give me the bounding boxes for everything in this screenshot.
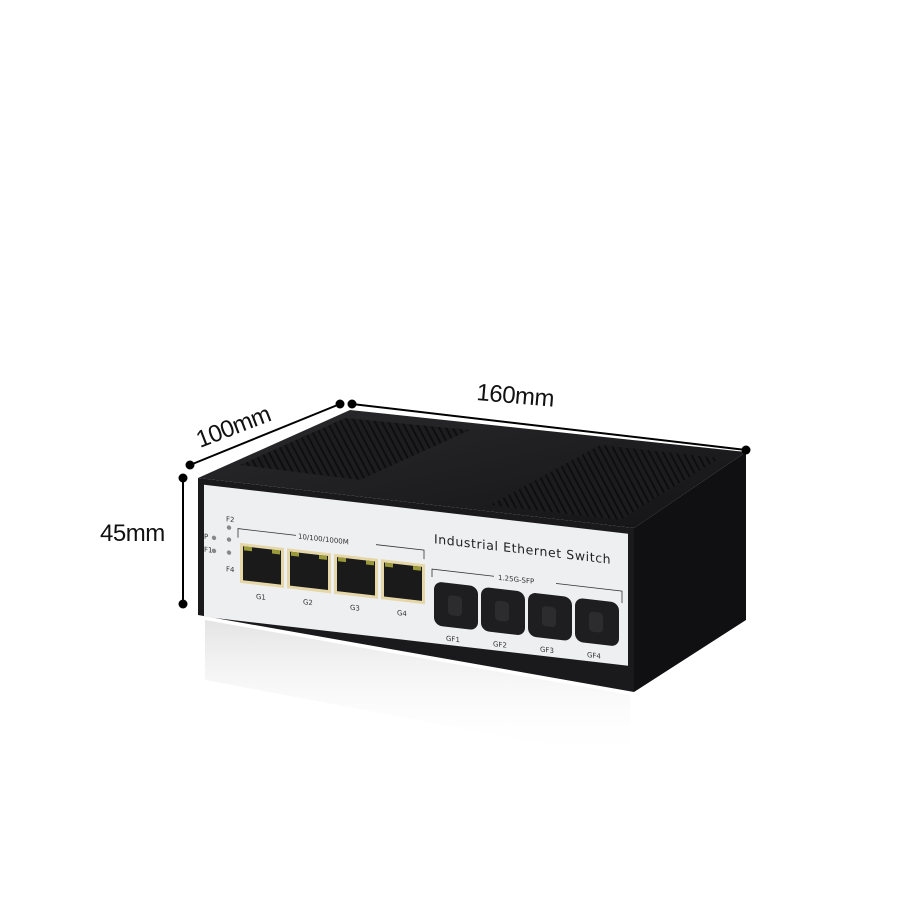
rj45-port-g3[interactable]: G3 bbox=[334, 553, 378, 615]
label-bg bbox=[494, 570, 556, 589]
depth-label: 100mm bbox=[192, 401, 274, 454]
right-face bbox=[634, 452, 746, 692]
dimension-height: 45mm bbox=[100, 473, 188, 609]
port-label: G2 bbox=[303, 597, 313, 607]
led-label-f2: F2 bbox=[226, 514, 234, 524]
rj45-port-g1[interactable]: G1 bbox=[240, 542, 284, 604]
vent-left bbox=[240, 418, 470, 480]
width-label: 160mm bbox=[475, 379, 555, 413]
height-label: 45mm bbox=[100, 520, 165, 547]
port-label: G3 bbox=[350, 603, 360, 613]
port-label: G1 bbox=[256, 592, 266, 602]
port-label: GF1 bbox=[446, 634, 460, 645]
port-label: G4 bbox=[397, 608, 407, 618]
led-label-f4: F4 bbox=[226, 564, 235, 574]
led-p bbox=[211, 535, 217, 541]
led-label-p: P bbox=[204, 532, 208, 541]
port-label: GF4 bbox=[587, 650, 601, 661]
led-f2 bbox=[226, 525, 232, 530]
port-label: GF3 bbox=[540, 645, 554, 656]
sfp-port-gf2[interactable]: GF2 bbox=[481, 587, 525, 652]
label-bg bbox=[296, 529, 376, 550]
rj45-port-g4[interactable]: G4 bbox=[381, 559, 425, 620]
front-panel: Industrial Ethernet Switch F2 P F1 F4 10… bbox=[204, 484, 628, 666]
led bbox=[226, 537, 232, 542]
led-f1 bbox=[211, 548, 217, 554]
vent-right bbox=[490, 445, 720, 520]
sfp-port-gf1[interactable]: GF1 bbox=[434, 581, 478, 646]
sfp-port-gf3[interactable]: GF3 bbox=[528, 592, 572, 657]
dimension-width: 160mm bbox=[347, 379, 751, 455]
rj45-port-g2[interactable]: G2 bbox=[287, 548, 331, 609]
sfp-group-label: 1.25G-SFP bbox=[498, 573, 534, 586]
led bbox=[226, 550, 232, 555]
led-label-f1: F1 bbox=[204, 545, 212, 555]
sfp-port-gf4[interactable]: GF4 bbox=[575, 598, 619, 663]
port-label: GF2 bbox=[493, 639, 507, 650]
reflection bbox=[205, 620, 630, 760]
